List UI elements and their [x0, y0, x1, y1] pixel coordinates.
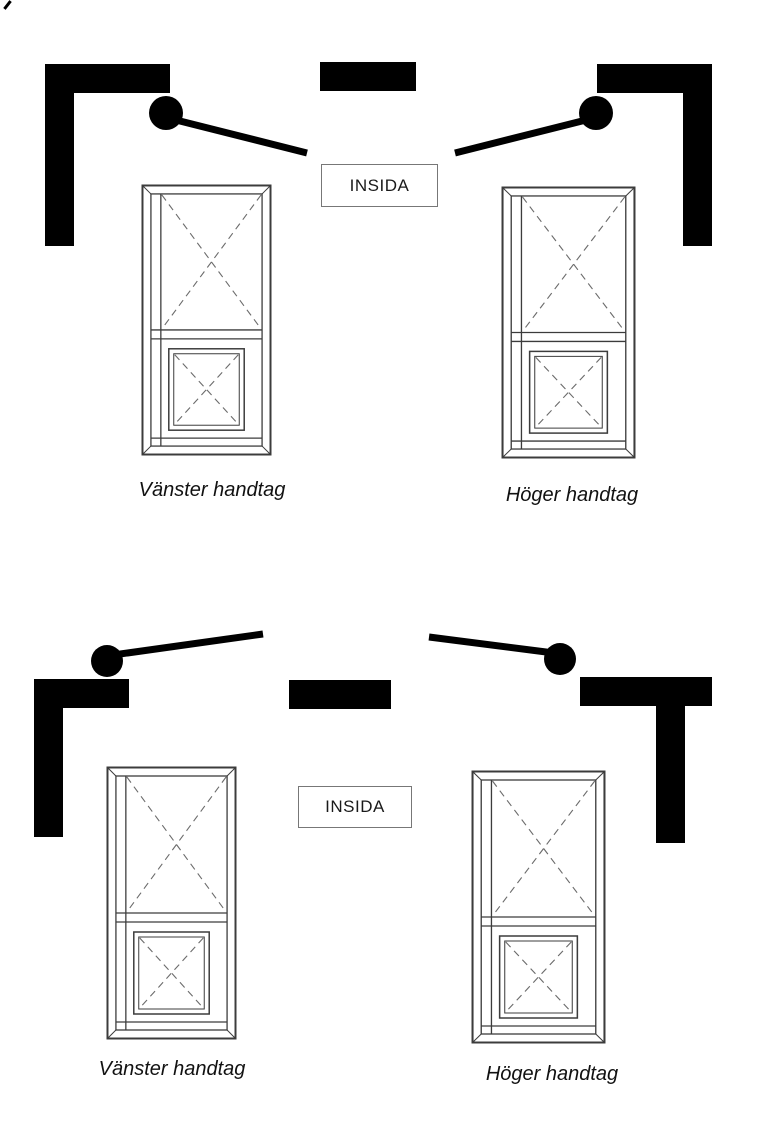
- wall-corner-right-horizontal: [580, 677, 712, 706]
- hinge-pivot-icon: [544, 643, 576, 675]
- right-handle-caption: Höger handtag: [485, 1063, 619, 1085]
- left-handle-caption: Vänster handtag: [138, 479, 286, 501]
- right-handle-caption: Höger handtag: [505, 484, 639, 506]
- wall-corner-right-vertical: [683, 64, 712, 246]
- hinge-pivot-icon: [579, 96, 613, 130]
- handle-lever-right-icon: [428, 633, 576, 675]
- handle-lever-left-icon: [149, 96, 308, 157]
- handle-lever-right-icon: [454, 96, 613, 157]
- window-elevation-left: [106, 766, 237, 1040]
- wall-corner-left-vertical: [34, 679, 63, 837]
- insida-label: INSIDA: [325, 797, 385, 816]
- insida-label-box: INSIDA: [298, 786, 412, 828]
- wall-corner-left-vertical: [45, 64, 74, 246]
- insida-label-box: INSIDA: [321, 164, 438, 207]
- window-elevation-left: [141, 184, 272, 456]
- hinge-pivot-icon: [91, 645, 123, 677]
- left-handle-caption: Vänster handtag: [98, 1058, 246, 1080]
- window-elevation-right: [501, 186, 636, 459]
- hinge-pivot-icon: [149, 96, 183, 130]
- window-elevation-right: [471, 770, 606, 1044]
- handle-lever-left-icon: [91, 630, 264, 677]
- wall-center-segment: [320, 62, 416, 91]
- insida-label: INSIDA: [349, 175, 410, 195]
- wall-center-segment: [289, 680, 391, 709]
- wall-corner-right-vertical: [656, 677, 685, 843]
- scan-artifact: [3, 0, 12, 10]
